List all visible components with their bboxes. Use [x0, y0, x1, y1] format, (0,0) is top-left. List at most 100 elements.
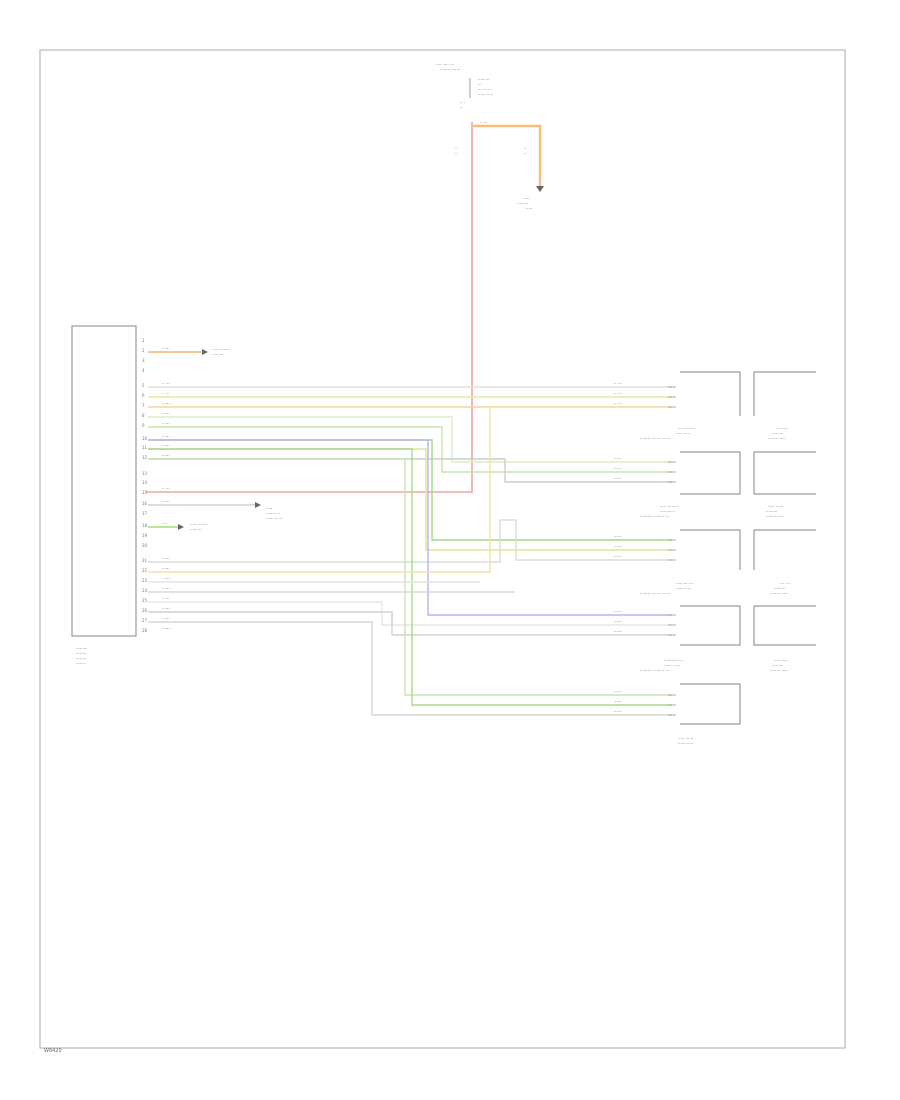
svg-text:21: 21	[142, 558, 148, 563]
footer-code: W8420	[44, 1048, 62, 1054]
svg-text:······: ······	[162, 443, 170, 448]
svg-text:······: ······	[614, 689, 622, 694]
svg-text:·······: ·······	[162, 626, 171, 631]
svg-text:········ ·····: ········ ·····	[770, 668, 788, 673]
svg-text:·· ···: ·· ···	[614, 391, 622, 396]
svg-text:······: ······	[614, 534, 622, 539]
svg-text:········ ·······: ········ ·······	[440, 67, 460, 72]
svg-text:·· ···: ·· ···	[162, 381, 170, 386]
svg-text:··········· ···: ··········· ···	[664, 658, 683, 663]
svg-text:·· ···: ·· ···	[162, 486, 170, 491]
svg-text:········ ·····: ········ ·····	[770, 591, 788, 596]
svg-text:······: ······	[162, 434, 170, 439]
svg-text:··: ··	[460, 105, 463, 110]
svg-text:····· ·····: ····· ·····	[774, 658, 788, 663]
svg-text:······: ······	[614, 554, 622, 559]
svg-text:·········· ···: ·········· ···	[676, 581, 694, 586]
svg-text:20: 20	[142, 543, 148, 548]
arrow-icon	[255, 502, 261, 508]
svg-text:··· ······: ··· ······	[776, 426, 789, 431]
svg-text:······ ·······: ······ ·······	[212, 347, 230, 352]
terminal-ticks	[668, 386, 676, 716]
svg-text:········: ········	[76, 651, 86, 656]
svg-text:····· ······: ····· ······	[678, 736, 693, 741]
svg-text:·········: ·········	[774, 586, 785, 591]
svg-text:···· ····· ···: ···· ····· ···	[436, 62, 454, 67]
svg-text:······: ······	[614, 709, 622, 714]
svg-text:1: 1	[142, 338, 145, 343]
svg-text:·········: ·········	[76, 646, 87, 651]
svg-text:4: 4	[142, 368, 145, 373]
svg-text:··: ··	[455, 151, 458, 156]
svg-text:······: ······	[614, 456, 622, 461]
svg-text:·······: ·······	[162, 576, 171, 581]
svg-text:······: ······	[614, 544, 622, 549]
wire-color-labels: ······ ·· ··· ·· ··· ······· ······ ····…	[162, 346, 171, 631]
svg-text:22: 22	[142, 568, 148, 573]
svg-text:·········: ·········	[212, 352, 223, 357]
svg-text:··· ·········: ··· ·········	[678, 426, 695, 431]
svg-text:···: ···	[478, 82, 482, 87]
svg-text:26: 26	[142, 608, 148, 613]
svg-text:12: 12	[142, 455, 148, 460]
svg-text:········ ···: ········ ···	[676, 586, 691, 591]
svg-text:16: 16	[142, 501, 148, 506]
svg-text:·· ···· ···: ·· ···· ···	[478, 87, 492, 92]
svg-text:·········· ·: ·········· ·	[660, 509, 675, 514]
svg-text:·····: ·····	[526, 206, 532, 211]
svg-text:11: 11	[142, 445, 148, 450]
svg-text:······: ······	[162, 421, 170, 426]
svg-text:28: 28	[142, 628, 148, 633]
arrow-icon	[178, 524, 184, 530]
svg-text:··: ··	[455, 146, 458, 151]
svg-text:··: ··	[524, 146, 527, 151]
svg-text:······: ······	[162, 596, 170, 601]
svg-text:3: 3	[142, 358, 145, 363]
svg-text:······: ······	[614, 619, 622, 624]
svg-text:8: 8	[142, 413, 145, 418]
arrow-icon	[202, 349, 208, 355]
amplifier-unit-box	[71, 325, 137, 637]
svg-text:18: 18	[142, 523, 148, 528]
svg-text:········ ··: ········ ··	[266, 511, 280, 516]
power-feed-wire	[146, 122, 473, 493]
svg-text:·······: ·······	[162, 401, 171, 406]
right-wire-labels: ·· ··· ·· ··· ·· ··· ······ ······ ·····…	[614, 381, 622, 714]
svg-text:······: ······	[614, 629, 622, 634]
svg-text:25: 25	[142, 598, 148, 603]
svg-text:······: ······	[162, 616, 170, 621]
svg-text:9: 9	[142, 423, 145, 428]
svg-text:······· ·····: ······· ·····	[664, 663, 681, 668]
amplifier-pin-numbers: 1 2 3 4 5 6 7 8 9 10 11 12 13 14 15 16 1…	[142, 338, 148, 633]
svg-text:····· ·····: ····· ·····	[676, 431, 690, 436]
svg-text:······: ······	[162, 499, 170, 504]
svg-text:2: 2	[142, 348, 145, 353]
svg-text:·····: ·····	[266, 506, 272, 511]
svg-text:········: ········	[76, 656, 86, 661]
svg-text:7: 7	[142, 403, 145, 408]
svg-text:27: 27	[142, 618, 148, 623]
svg-text:·······: ·······	[76, 661, 85, 666]
svg-text:·· ·: ·· ·	[460, 100, 465, 105]
svg-text:14: 14	[142, 480, 148, 485]
svg-text:·· ···: ·· ···	[614, 401, 622, 406]
svg-text:····· ·········: ····· ·········	[660, 504, 679, 509]
svg-text:······: ······	[614, 699, 622, 704]
svg-text:······: ······	[162, 346, 170, 351]
svg-text:·········: ·········	[772, 663, 783, 668]
svg-text:·· ···: ·· ···	[480, 120, 488, 125]
svg-text:····: ····	[162, 521, 167, 526]
svg-text:·········: ·········	[766, 509, 777, 514]
svg-text:·········· ········ ···: ·········· ········ ···	[640, 668, 669, 673]
svg-text:········ ·····: ········ ·····	[766, 514, 784, 519]
svg-text:·········: ·········	[190, 527, 201, 532]
svg-text:··: ··	[524, 151, 527, 156]
svg-text:15: 15	[142, 490, 148, 495]
svg-text:·········: ·········	[517, 201, 528, 206]
svg-text:······: ······	[162, 606, 170, 611]
svg-text:·····: ·····	[523, 196, 529, 201]
svg-text:6: 6	[142, 393, 145, 398]
svg-text:·········· ········ ···: ·········· ········ ···	[640, 514, 669, 519]
svg-text:······: ······	[614, 476, 622, 481]
